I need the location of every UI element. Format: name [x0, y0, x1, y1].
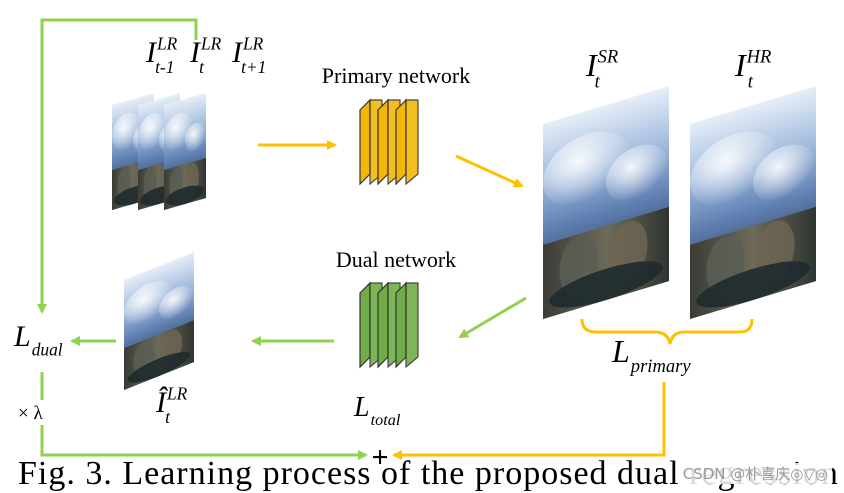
lr-label-tm1-sub: t-1 — [155, 57, 174, 77]
lr-label-tp1-sup: LR — [242, 33, 264, 53]
lr-label-tm1: ILR t-1 — [145, 33, 178, 76]
dual-loss-label-base: L — [13, 320, 31, 353]
dual-loss-to-plus-arrow — [40, 372, 366, 455]
lr-frame-stack — [112, 93, 206, 210]
primary-network-slab-1 — [359, 98, 371, 186]
reconstructed-lr-label: ÎLR t — [155, 383, 188, 426]
primary-loss-to-plus-arrow — [392, 382, 666, 460]
watermark: CSDN @朴喜庆◎▽◎ — [678, 463, 832, 484]
hr-label-sup: HR — [746, 47, 772, 68]
lr-label-t: ILR t — [189, 33, 222, 76]
plus-sign: + — [371, 441, 388, 474]
total-loss-label-base: L — [353, 392, 370, 423]
primary-network-block — [359, 98, 419, 186]
lr-label-tm1-sup: LR — [156, 33, 178, 53]
primary-to-sr-arrow — [455, 154, 524, 188]
lr-frame-tp1 — [164, 93, 206, 210]
lr-label-t-base: I — [189, 36, 202, 69]
reconstructed-lr-label-sub: t — [165, 407, 171, 427]
dual-loss-label-sub: dual — [32, 340, 63, 360]
labels: Primary network Dual network × λ + — [18, 63, 470, 474]
reconstructed-lr-label-sup: LR — [166, 383, 188, 403]
dual-network-slab-3 — [395, 281, 407, 369]
dual-network-slab-face-3 — [405, 282, 419, 369]
dual-loss-label: Ldual — [13, 320, 63, 360]
sr-label-sub: t — [595, 72, 601, 93]
primary-loss-brace — [580, 318, 754, 345]
reconstructed-lr-frame — [124, 252, 194, 390]
hr-label-base: I — [734, 47, 747, 83]
sr-frame — [543, 86, 669, 319]
sr-label-base: I — [585, 47, 598, 83]
primary-loss-label-sub: primary — [629, 356, 692, 377]
hr-label-sub: t — [748, 72, 754, 93]
hr-label: IHR t — [734, 47, 772, 93]
primary-loss-label-base: L — [611, 333, 630, 369]
primary-loss-label: Lprimary — [611, 333, 691, 377]
lr-to-dual-loss-arrow — [37, 18, 198, 314]
total-loss-label-sub: total — [371, 411, 401, 429]
connections — [37, 18, 754, 460]
lr-label-tp1: ILR t+1 — [231, 33, 266, 76]
sr-label: ISR t — [585, 47, 619, 93]
lr-label-tp1-base: I — [231, 36, 244, 69]
hr-frame — [690, 86, 816, 319]
weight-label: × λ — [18, 403, 43, 424]
sr-label-sup: SR — [598, 47, 619, 68]
sr-to-dual-arrow — [458, 296, 527, 339]
dual-network-block — [359, 281, 419, 369]
lr-label-t-sup: LR — [200, 33, 222, 53]
lr-label-tp1-sub: t+1 — [241, 57, 266, 77]
dual-network-slab-1 — [359, 281, 371, 369]
lr-label-t-sub: t — [199, 57, 205, 77]
reconstructed-lr-label-base: Î — [155, 386, 168, 419]
lr-label-tm1-base: I — [145, 36, 158, 69]
primary-network-slab-face-3 — [405, 99, 419, 186]
dual-network-label: Dual network — [336, 247, 456, 272]
primary-network-slab-3 — [395, 98, 407, 186]
primary-network-label: Primary network — [322, 63, 470, 88]
total-loss-label: Ltotal — [353, 392, 401, 429]
primary-network-slab-2 — [377, 98, 389, 186]
dual-network-slab-2 — [377, 281, 389, 369]
